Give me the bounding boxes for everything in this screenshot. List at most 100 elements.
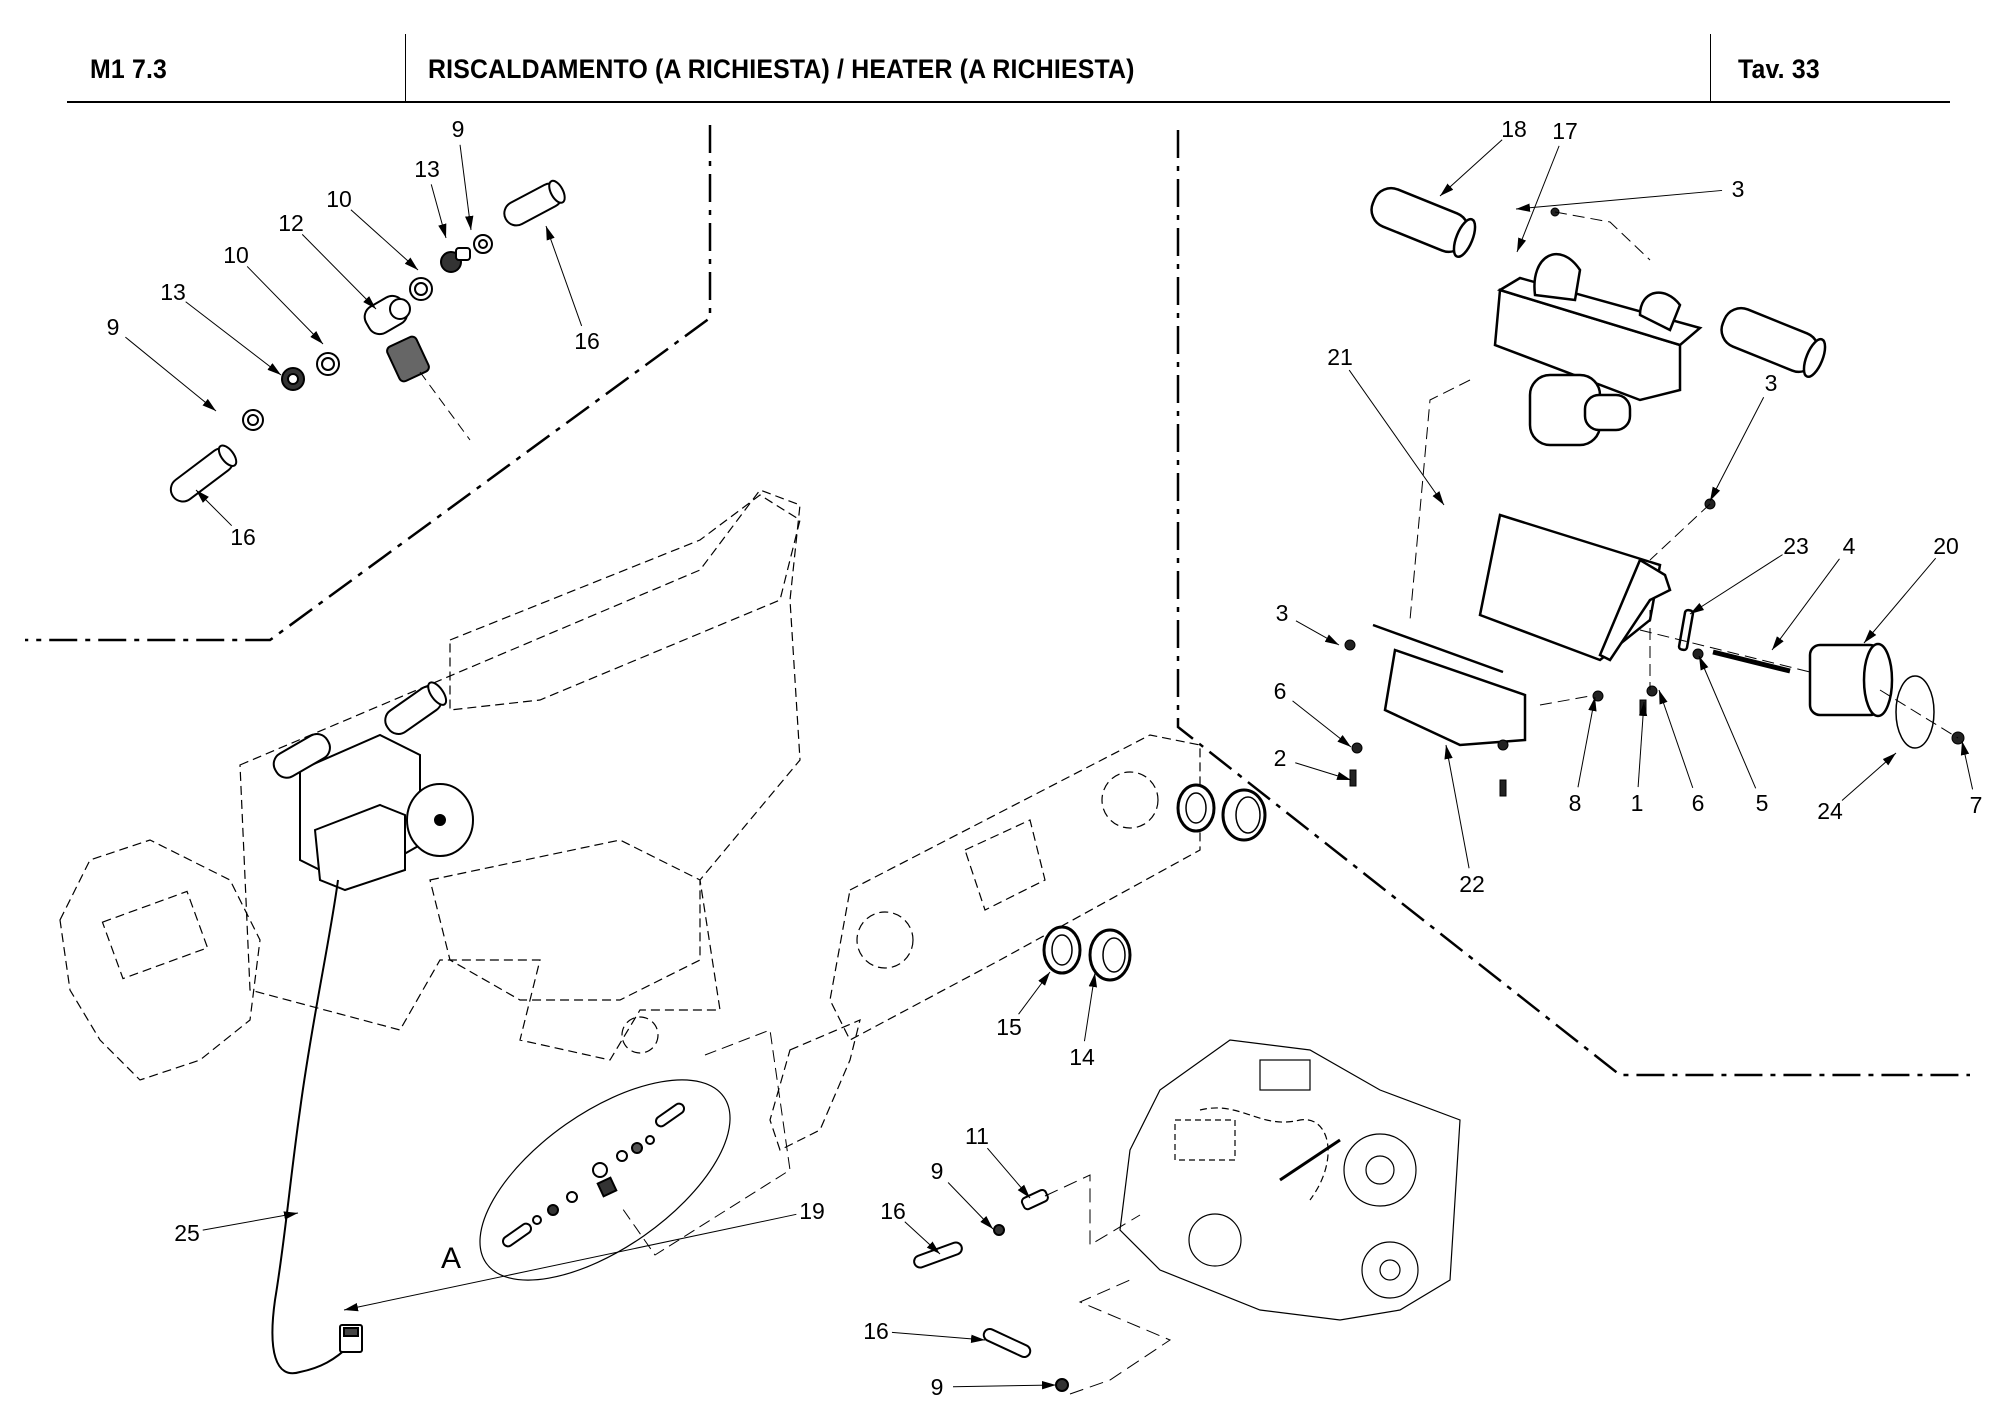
callout-number: 14 xyxy=(1069,1044,1095,1070)
clip-23 xyxy=(1677,608,1695,652)
callout-13: 13 xyxy=(414,156,447,239)
header-divider xyxy=(405,34,406,102)
callout-number: 3 xyxy=(1276,600,1289,626)
leader-line xyxy=(1444,744,1470,869)
hose-16b xyxy=(169,444,238,503)
callout-23: 23 xyxy=(1689,533,1809,615)
callout-number: 3 xyxy=(1732,176,1745,202)
leader-line xyxy=(343,1213,797,1312)
callout-16: 16 xyxy=(545,225,600,354)
section-code: M1 7.3 xyxy=(90,53,168,84)
callout-number: 16 xyxy=(880,1198,906,1224)
rocker-switch-19 xyxy=(339,1324,363,1353)
callout-number: 23 xyxy=(1783,533,1809,559)
callout-number: 9 xyxy=(452,116,465,142)
leader-line xyxy=(301,234,377,310)
callout-2: 2 xyxy=(1274,745,1352,781)
table-reference: Tav. 33 xyxy=(1738,53,1820,84)
callout-number: 17 xyxy=(1552,118,1578,144)
leader-line xyxy=(1658,689,1694,789)
callout-number: 16 xyxy=(574,328,600,354)
leader-line xyxy=(185,301,282,376)
callout-number: 8 xyxy=(1569,790,1582,816)
callout-number: 19 xyxy=(799,1198,825,1224)
callout-22: 22 xyxy=(1444,744,1485,897)
callout-number: 7 xyxy=(1970,792,1983,818)
detail-A-boundary xyxy=(25,125,712,642)
air-distribution-housing xyxy=(769,734,1201,1151)
leader-line xyxy=(1863,557,1937,644)
leader-line xyxy=(1841,752,1897,801)
hose-clamp-9-engine-lower xyxy=(1055,1378,1069,1392)
air-hose-18 xyxy=(1370,186,1477,259)
detail-A-ellipse xyxy=(479,1079,731,1281)
leader-line xyxy=(1698,655,1757,789)
leader-line xyxy=(1689,554,1783,615)
leader-line xyxy=(891,1331,986,1344)
frame-beam xyxy=(239,489,801,1061)
air-duct-left xyxy=(59,839,261,1081)
callout-9: 9 xyxy=(931,1374,1057,1400)
seal-ring-10b xyxy=(316,352,340,376)
hose-16-engine-upper xyxy=(913,1241,963,1269)
callout-9: 9 xyxy=(107,314,217,412)
callout-9: 9 xyxy=(931,1158,994,1230)
callout-16: 16 xyxy=(880,1198,941,1255)
callout-12: 12 xyxy=(278,210,377,310)
leader-line xyxy=(987,1147,1031,1199)
callout-number: 1 xyxy=(1631,790,1644,816)
leader-line xyxy=(1295,620,1340,646)
heater-unit-installed xyxy=(272,681,474,892)
callout-number: 18 xyxy=(1501,116,1527,142)
callout-number: 9 xyxy=(931,1374,944,1400)
callout-8: 8 xyxy=(1569,696,1597,816)
header-divider xyxy=(1710,34,1711,102)
leader-line xyxy=(1348,369,1445,506)
leader-line xyxy=(202,1211,299,1231)
callout-number: 16 xyxy=(230,524,256,550)
cab-frame-phantom xyxy=(59,489,801,1081)
callout-13: 13 xyxy=(160,279,282,376)
hose-16-engine-lower xyxy=(982,1327,1032,1359)
header-rule xyxy=(67,101,1950,103)
leader-line xyxy=(1960,740,1974,790)
leader-line xyxy=(1292,700,1352,748)
leader-line xyxy=(1439,139,1503,197)
callout-18: 18 xyxy=(1439,116,1527,197)
hose-clamp-9b xyxy=(242,409,264,431)
detail-A-callout xyxy=(479,1029,791,1281)
leader-line xyxy=(125,336,217,412)
callout-number: 10 xyxy=(223,242,249,268)
leader-line xyxy=(1577,696,1597,788)
engine-phantom xyxy=(1119,1039,1461,1321)
leader-line xyxy=(1083,972,1098,1042)
leader-line xyxy=(952,1381,1057,1390)
callout-number: 25 xyxy=(174,1220,200,1246)
vent-nozzle-14 xyxy=(1088,928,1132,982)
seal-ring-10 xyxy=(409,277,433,301)
callout-number: 5 xyxy=(1756,790,1769,816)
cable-and-switch xyxy=(271,879,363,1375)
vent-ring-15-upper xyxy=(1176,783,1216,833)
leader-line xyxy=(195,489,233,527)
callout-11: 11 xyxy=(965,1123,1031,1199)
frame-upper-plate xyxy=(449,494,801,711)
callout-number: 15 xyxy=(996,1014,1022,1040)
leader-line xyxy=(1637,701,1648,788)
callout-19: 19 xyxy=(343,1198,825,1312)
engine-hoses xyxy=(913,1174,1172,1395)
section-boundaries xyxy=(25,125,1970,1077)
callout-16: 16 xyxy=(195,489,256,550)
callout-6: 6 xyxy=(1658,689,1704,816)
leader-line xyxy=(1709,396,1765,502)
callout-20: 20 xyxy=(1863,533,1959,644)
leader-line xyxy=(904,1221,941,1255)
callout-17: 17 xyxy=(1516,118,1578,253)
callout-3: 3 xyxy=(1709,370,1777,502)
callout-number: 10 xyxy=(326,186,352,212)
callout-1: 1 xyxy=(1631,701,1648,816)
vent-nozzles xyxy=(1042,783,1267,982)
leader-line xyxy=(1515,189,1723,212)
callout-number: 16 xyxy=(863,1318,889,1344)
